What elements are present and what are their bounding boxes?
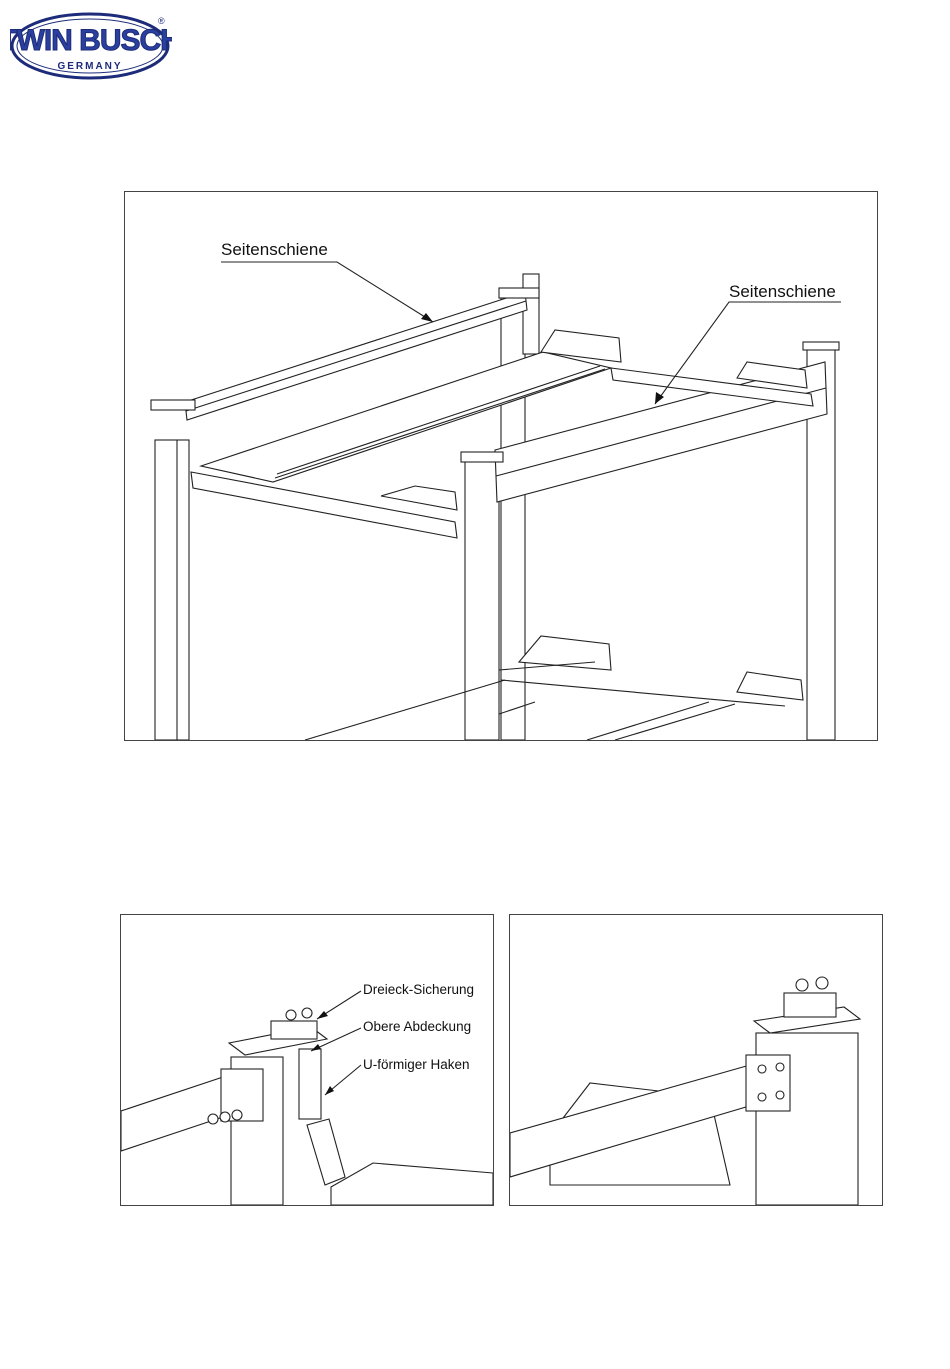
lift-assembly-illustration: Seitenschiene Seitenschiene — [124, 191, 878, 741]
label-top-cover: Obere Abdeckung — [363, 1019, 471, 1034]
registered-mark: ® — [158, 16, 165, 26]
twin-busch-logo-mark: TWIN BUSCH GERMANY ® — [10, 12, 172, 80]
logo-wordmark: TWIN BUSCH — [10, 24, 172, 57]
lift-frame-drawing — [125, 192, 877, 740]
label-triangle-lock: Dreieck-Sicherung — [363, 982, 474, 997]
detail-post-top-with-labels: Dreieck-Sicherung Obere Abdeckung U-förm… — [120, 914, 494, 1206]
rail-attachment-detail-drawing — [510, 915, 882, 1205]
detail-rail-attachment — [509, 914, 883, 1206]
label-side-rail-left: Seitenschiene — [221, 240, 328, 260]
label-side-rail-right: Seitenschiene — [729, 282, 836, 302]
logo-subline: GERMANY — [57, 61, 122, 72]
brand-logo: TWIN BUSCH GERMANY ® — [10, 12, 172, 80]
label-u-hook: U-förmiger Haken — [363, 1057, 470, 1072]
